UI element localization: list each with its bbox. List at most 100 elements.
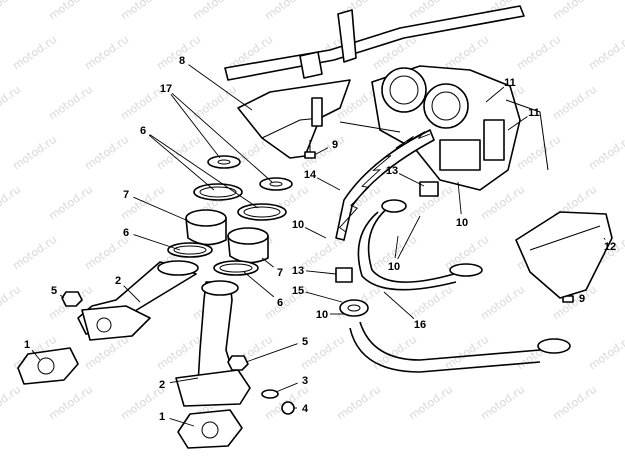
callout-c2a: 2 bbox=[115, 275, 121, 287]
callout-c6c: 6 bbox=[277, 297, 283, 309]
leader-c11b-0 bbox=[507, 116, 528, 131]
callout-c8: 8 bbox=[179, 55, 185, 67]
leader-c17-0 bbox=[170, 94, 221, 159]
leader-c2b-0 bbox=[169, 377, 199, 384]
fitting-13-upper bbox=[419, 181, 439, 197]
leader-c7a-0 bbox=[133, 196, 187, 221]
callout-c1b: 1 bbox=[159, 411, 165, 423]
callout-c9b: 9 bbox=[579, 293, 585, 305]
callout-c15: 15 bbox=[292, 285, 304, 297]
watermark-text-2: motod.ru bbox=[118, 0, 167, 22]
manifold-2-left bbox=[77, 260, 199, 341]
coil-spring-14 bbox=[335, 129, 435, 241]
washer-3 bbox=[261, 389, 279, 399]
callout-c13a: 13 bbox=[386, 165, 398, 177]
watermark-text-1: motod.ru bbox=[46, 0, 95, 22]
leader-c9a-0 bbox=[315, 147, 329, 155]
bracket-plate-8 bbox=[237, 79, 351, 159]
callout-c11b: 11 bbox=[528, 107, 540, 119]
leader-c3-0 bbox=[275, 382, 298, 393]
callout-c10b: 10 bbox=[388, 261, 400, 273]
watermark-text-8: motod.ru bbox=[550, 0, 599, 22]
watermark-text-17: motod.ru bbox=[586, 33, 625, 73]
watermark-text-78: motod.ru bbox=[406, 383, 455, 423]
callout-c11a: 11 bbox=[504, 77, 516, 89]
leader-c10b-0 bbox=[394, 235, 399, 259]
leader-c6c-0 bbox=[243, 271, 275, 298]
watermark-text-68: motod.ru bbox=[370, 333, 419, 373]
hose-16 bbox=[349, 199, 571, 373]
watermark-text-10: motod.ru bbox=[82, 33, 131, 73]
screw-9-upper bbox=[304, 140, 316, 159]
callout-c10d: 10 bbox=[316, 309, 328, 321]
leader-c17-1 bbox=[171, 92, 273, 183]
leader-c13a-0 bbox=[398, 173, 425, 187]
watermark-text-16: motod.ru bbox=[514, 33, 563, 73]
watermark-text-29: motod.ru bbox=[154, 133, 203, 173]
callout-c1a: 1 bbox=[24, 339, 30, 351]
leader-c12-0 bbox=[603, 237, 606, 240]
screw-4 bbox=[281, 401, 295, 415]
callout-c14: 14 bbox=[304, 169, 317, 181]
leader-c5b-0 bbox=[245, 343, 298, 363]
callout-c2b: 2 bbox=[159, 379, 165, 391]
callout-c6a: 6 bbox=[140, 125, 146, 137]
watermark-text-28: motod.ru bbox=[82, 133, 131, 173]
watermark-text-79: motod.ru bbox=[478, 383, 527, 423]
callout-c16: 16 bbox=[414, 319, 426, 331]
callout-c5a: 5 bbox=[51, 285, 57, 297]
callout-c12: 12 bbox=[604, 241, 616, 253]
callout-c9a: 9 bbox=[332, 139, 338, 151]
watermark-text-4: motod.ru bbox=[262, 0, 311, 22]
leader-c6a-1 bbox=[149, 134, 259, 209]
gasket-1-left bbox=[17, 347, 79, 385]
gasket-1-right bbox=[177, 409, 243, 449]
watermark-text-54: motod.ru bbox=[0, 283, 23, 323]
watermark-text-71: motod.ru bbox=[586, 333, 625, 373]
leader-c10c-0 bbox=[457, 181, 462, 215]
watermark-text-26: motod.ru bbox=[550, 83, 599, 123]
leader-c10b-1 bbox=[397, 215, 421, 260]
callout-c13b: 13 bbox=[292, 265, 304, 277]
leader-c2a-0 bbox=[123, 285, 141, 303]
clamps-and-sleeves bbox=[167, 183, 287, 276]
watermark-text-72: motod.ru bbox=[0, 383, 23, 423]
leader-c6b-0 bbox=[133, 234, 181, 251]
leader-c1a-0 bbox=[31, 349, 41, 361]
leader-lines bbox=[31, 64, 606, 427]
carburettor-assembly bbox=[339, 65, 549, 191]
callout-c17: 17 bbox=[160, 83, 172, 95]
leader-c5a-0 bbox=[59, 294, 65, 299]
watermark-text-9: motod.ru bbox=[10, 33, 59, 73]
nut-5-left bbox=[61, 291, 83, 307]
callout-c5b: 5 bbox=[302, 336, 308, 348]
watermark-text-3: motod.ru bbox=[190, 0, 239, 22]
watermark-text-73: motod.ru bbox=[46, 383, 95, 423]
leader-c16-0 bbox=[383, 291, 415, 320]
nut-5-right bbox=[227, 355, 249, 371]
watermark-text-77: motod.ru bbox=[334, 383, 383, 423]
leader-c13b-0 bbox=[305, 270, 337, 275]
callout-c6b: 6 bbox=[123, 227, 129, 239]
leader-c14-0 bbox=[316, 177, 341, 191]
callout-c7b: 7 bbox=[277, 267, 283, 279]
watermark-text-45: motod.ru bbox=[10, 233, 59, 273]
leader-c11a-0 bbox=[485, 86, 505, 103]
watermark-text-43: motod.ru bbox=[478, 183, 527, 223]
watermark-text-36: motod.ru bbox=[0, 183, 23, 223]
watermark-text-19: motod.ru bbox=[46, 83, 95, 123]
leader-c8-0 bbox=[188, 64, 253, 111]
callout-c4: 4 bbox=[302, 403, 309, 415]
watermark-text-18: motod.ru bbox=[0, 83, 23, 123]
watermark-text-35: motod.ru bbox=[586, 133, 625, 173]
fitting-15 bbox=[339, 299, 369, 317]
watermark-text-15: motod.ru bbox=[442, 33, 491, 73]
watermark-text-37: motod.ru bbox=[46, 183, 95, 223]
callout-c10c: 10 bbox=[456, 217, 468, 229]
watermark-text-80: motod.ru bbox=[550, 383, 599, 423]
leader-c10a-0 bbox=[304, 227, 327, 239]
watermark-text-0: motod.ru bbox=[0, 0, 23, 22]
fitting-13-lower bbox=[335, 267, 353, 283]
